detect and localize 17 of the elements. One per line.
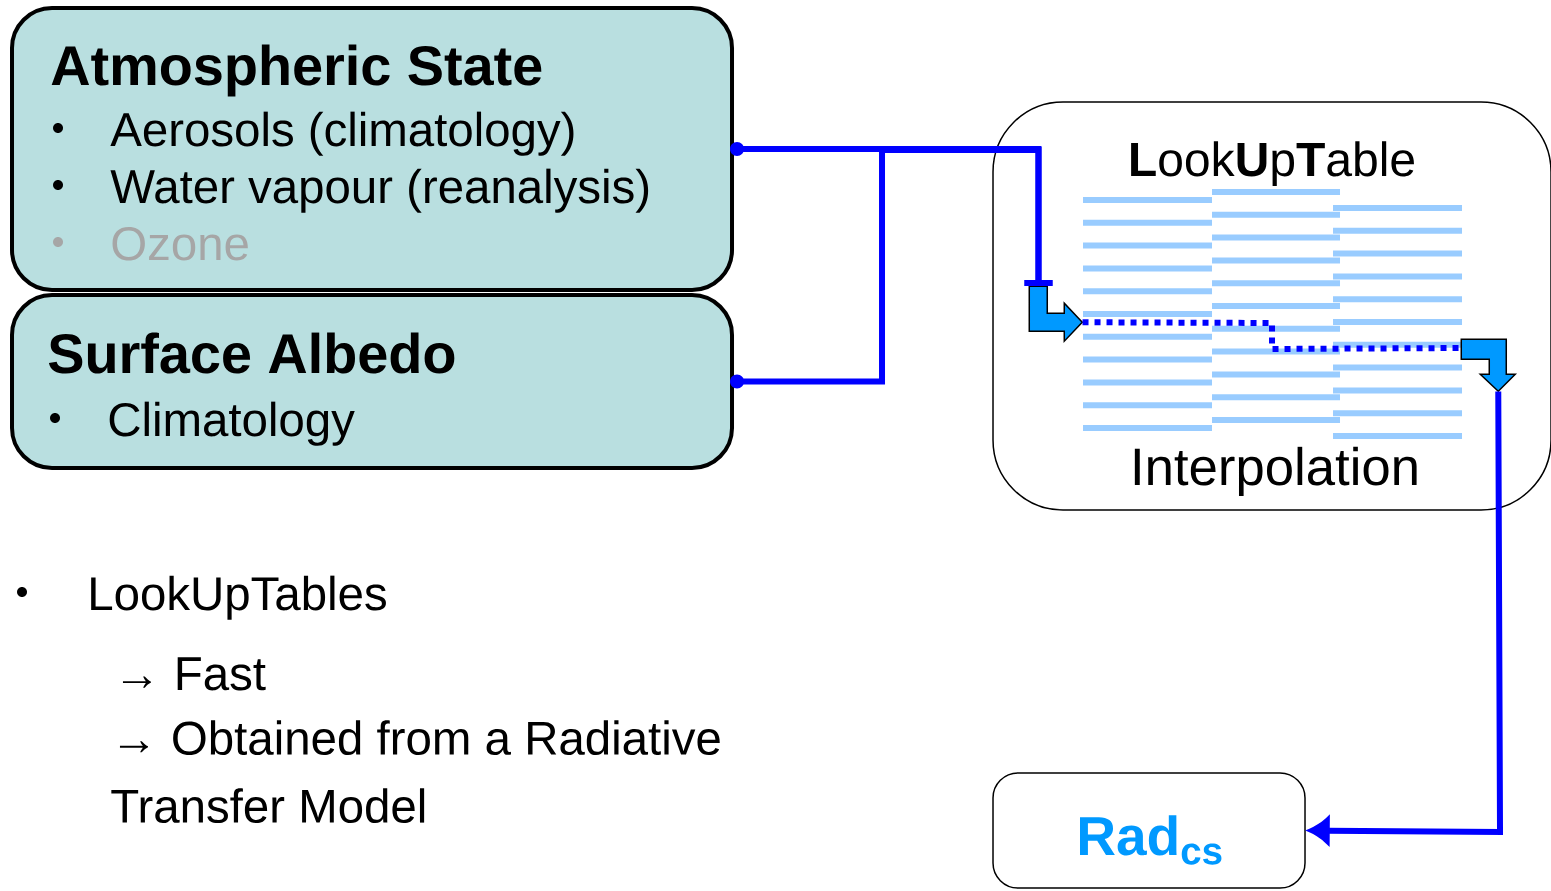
result-label: Rad$_{cs}$: [1080, 815, 1222, 865]
note-text: → Fast: [122, 657, 266, 691]
bent-arrow-shape: [1460, 338, 1518, 393]
bullet-item: LookUpTables: [17, 575, 386, 620]
box-label: LookUpTable: [1131, 141, 1414, 186]
bent-arrow-shape: [1028, 285, 1084, 344]
bullet-item: Aerosols (climatology): [53, 111, 574, 156]
output-box: [992, 772, 1306, 889]
bullet-item: Ozone: [53, 226, 248, 261]
bullet-item: Water vapour (reanalysis): [53, 168, 649, 213]
connector-arrow: [730, 147, 1053, 389]
heading: Surface Albedo: [48, 332, 455, 374]
input-box: [10, 293, 734, 470]
heading: Atmospheric State: [51, 44, 542, 97]
input-box: [10, 6, 734, 292]
bullet-item: Climatology: [50, 401, 355, 446]
note-text: → Obtained from a Radiative Transfer Model: [111, 720, 720, 824]
